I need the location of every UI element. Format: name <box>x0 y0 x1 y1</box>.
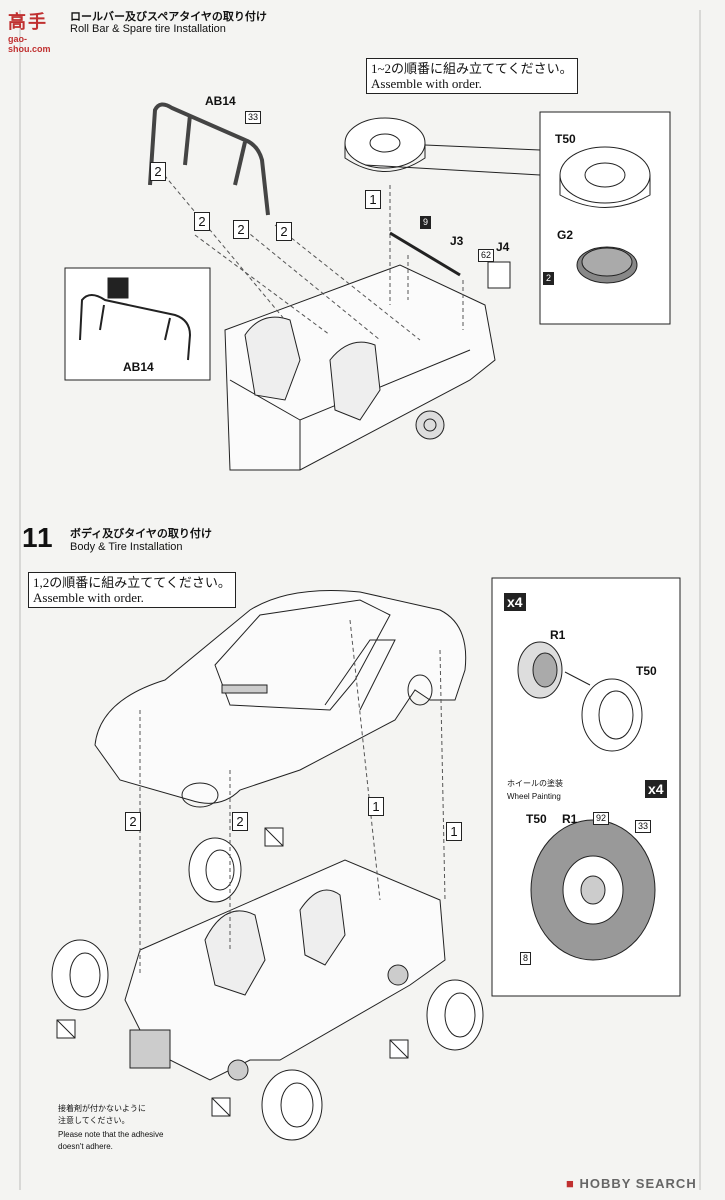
part-r1: R1 <box>550 628 566 642</box>
wheel-painting-jp: ホイールの塗装 <box>507 779 563 788</box>
adhesive-note-en-1: Please note that the adhesive <box>58 1130 164 1139</box>
part-g2: G2 <box>557 228 574 242</box>
step10-note-jp: 1~2の順番に組み立ててください。 <box>371 61 573 76</box>
quantity-badge: x4 <box>504 593 526 611</box>
part-t50: T50 <box>555 132 576 146</box>
step11-title-en: Body & Tire Installation <box>70 541 183 553</box>
part-t50: T50 <box>636 664 657 678</box>
step-callout-2: 2 <box>233 220 249 239</box>
site-logo-text: 高手 <box>8 12 48 32</box>
step-callout-2: 2 <box>150 162 166 181</box>
step10-title-jp: ロールバー及びスペアタイヤの取り付け <box>70 11 267 23</box>
step-callout-2: 2 <box>125 812 141 831</box>
part-j3: J3 <box>450 234 464 248</box>
step-callout-1: 1 <box>368 797 384 816</box>
site-url: gao-shou.com <box>8 34 51 54</box>
part-number-33: 33 <box>245 111 262 124</box>
paint-part-t50: T50 <box>526 812 547 826</box>
paint-number-8: 8 <box>520 952 532 965</box>
wheel-painting-en: Wheel Painting <box>507 792 561 801</box>
part-number-2: 2 <box>543 272 555 285</box>
watermark-icon: ■ <box>566 1176 575 1191</box>
paint-number-33: 33 <box>635 820 652 833</box>
step-callout-1: 1 <box>365 190 381 209</box>
paint-number-92: 92 <box>593 812 610 825</box>
part-number-62: 62 <box>478 249 495 262</box>
step10-note-en: Assemble with order. <box>371 76 482 91</box>
step10-assembly-note: 1~2の順番に組み立ててください。 Assemble with order. <box>366 58 578 94</box>
step11-assembly-note: 1,2の順番に組み立ててください。 Assemble with order. <box>28 572 236 608</box>
step11-note-en: Assemble with order. <box>33 590 144 605</box>
step-callout-2: 2 <box>276 222 292 241</box>
step-callout-1: 1 <box>446 822 462 841</box>
quantity-badge: x4 <box>645 780 667 798</box>
part-number-9: 9 <box>420 216 432 229</box>
step-callout-2: 2 <box>232 812 248 831</box>
part-ab14: AB14 <box>205 94 236 108</box>
step11-note-jp: 1,2の順番に組み立ててください。 <box>33 575 231 590</box>
adhesive-note-en-2: doesn't adhere. <box>58 1142 113 1151</box>
watermark-text: HOBBY SEARCH <box>579 1176 697 1191</box>
adhesive-note-jp-2: 注意してください。 <box>58 1116 130 1125</box>
adhesive-note-jp-1: 接着剤が付かないように <box>58 1104 146 1113</box>
step-callout-2: 2 <box>194 212 210 231</box>
step11-number: 11 <box>22 522 54 553</box>
paint-part-r1: R1 <box>562 812 578 826</box>
site-logo: 高手 gao-shou.com <box>8 8 66 54</box>
part-j4: J4 <box>496 240 510 254</box>
step10-title-en: Roll Bar & Spare tire Installation <box>70 23 226 35</box>
part-ab14-inset: AB14 <box>123 360 154 374</box>
watermark: ■ HOBBY SEARCH <box>566 1176 697 1191</box>
step11-title-jp: ボディ及びタイヤの取り付け <box>70 528 212 540</box>
